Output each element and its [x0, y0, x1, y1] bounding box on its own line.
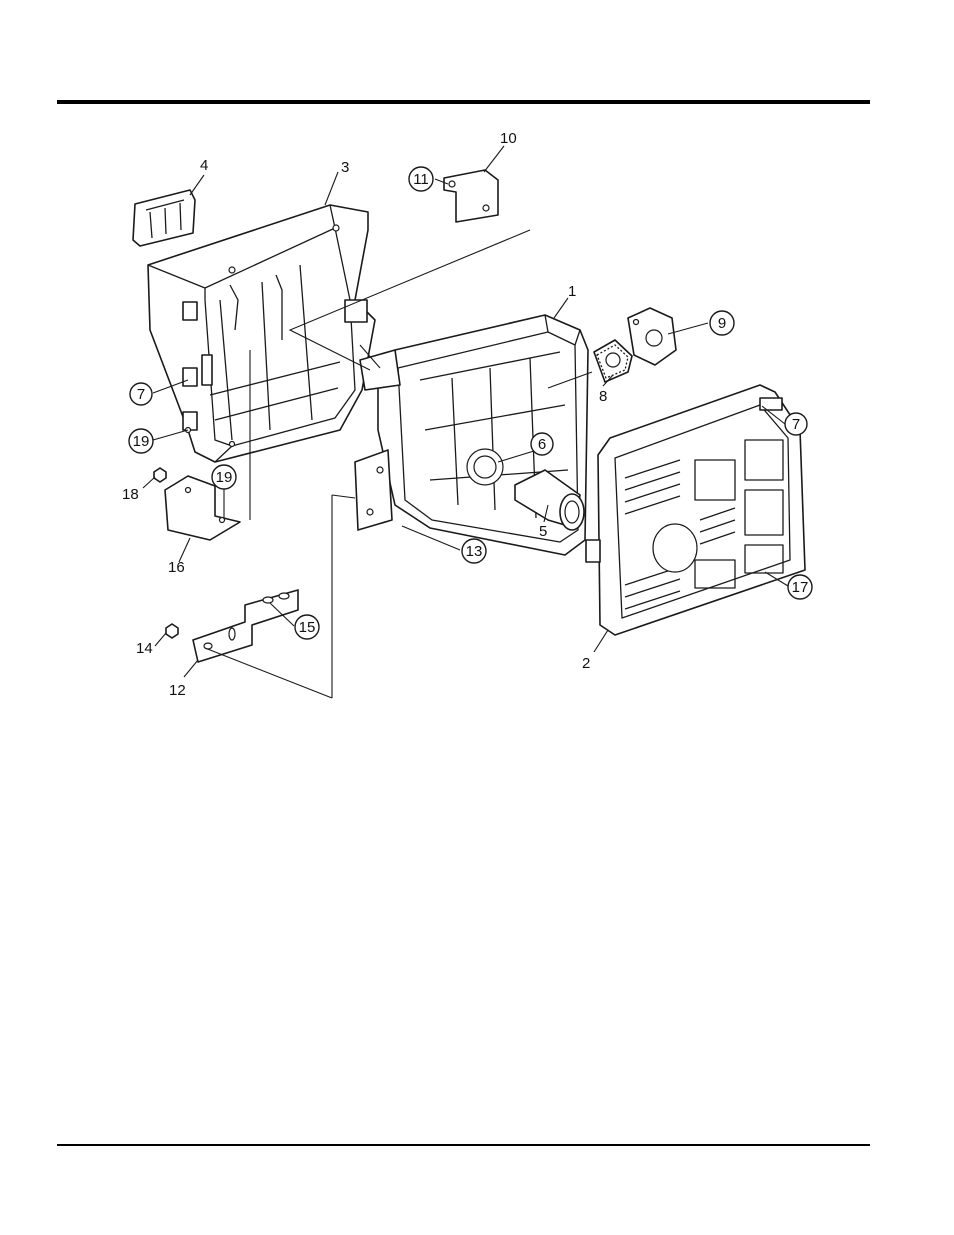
callout-19-left: 19 — [129, 429, 153, 453]
callout-15: 15 — [295, 615, 319, 639]
callout-1: 1 — [568, 283, 576, 300]
callout-16: 16 — [168, 559, 185, 576]
svg-text:9: 9 — [718, 315, 726, 332]
svg-text:17: 17 — [792, 579, 809, 596]
callout-6: 6 — [531, 433, 553, 455]
svg-text:3: 3 — [341, 159, 349, 176]
svg-text:12: 12 — [169, 682, 186, 699]
svg-text:14: 14 — [136, 640, 153, 657]
svg-text:19: 19 — [133, 433, 150, 450]
part-long-bracket — [193, 590, 298, 662]
part-cover-plate — [133, 190, 195, 246]
svg-text:11: 11 — [413, 171, 429, 188]
svg-text:13: 13 — [466, 543, 483, 560]
svg-text:6: 6 — [538, 436, 546, 453]
callout-19-right: 19 — [212, 465, 236, 489]
callout-18: 18 — [122, 486, 139, 503]
svg-text:2: 2 — [582, 655, 590, 672]
svg-text:18: 18 — [122, 486, 139, 503]
callout-11: 11 — [409, 167, 433, 191]
svg-text:1: 1 — [568, 283, 576, 300]
svg-text:8: 8 — [599, 388, 607, 405]
svg-text:19: 19 — [216, 469, 233, 486]
callout-12: 12 — [169, 682, 186, 699]
svg-text:4: 4 — [200, 157, 208, 174]
callout-13: 13 — [462, 539, 486, 563]
svg-text:7: 7 — [792, 416, 800, 433]
part-nut-14 — [166, 624, 178, 638]
svg-text:5: 5 — [539, 523, 547, 540]
callout-7-left: 7 — [130, 383, 152, 405]
callout-17: 17 — [788, 575, 812, 599]
part-exhaust-flange — [628, 308, 676, 365]
callout-3: 3 — [341, 159, 349, 176]
callout-9: 9 — [710, 311, 734, 335]
callout-4: 4 — [200, 157, 208, 174]
part-flange-plate — [355, 450, 392, 530]
svg-text:7: 7 — [137, 386, 145, 403]
callout-8: 8 — [599, 388, 607, 405]
callout-2: 2 — [582, 655, 590, 672]
callout-7-right: 7 — [785, 413, 807, 435]
part-rear-cover — [148, 205, 375, 462]
svg-text:16: 16 — [168, 559, 185, 576]
callout-14: 14 — [136, 640, 153, 657]
part-nut-18 — [154, 468, 166, 482]
part-bracket-upper — [444, 170, 498, 222]
part-front-cover — [586, 385, 805, 635]
callout-10: 10 — [500, 130, 517, 147]
svg-text:10: 10 — [500, 130, 517, 147]
svg-text:15: 15 — [299, 619, 316, 636]
callout-5: 5 — [539, 523, 547, 540]
